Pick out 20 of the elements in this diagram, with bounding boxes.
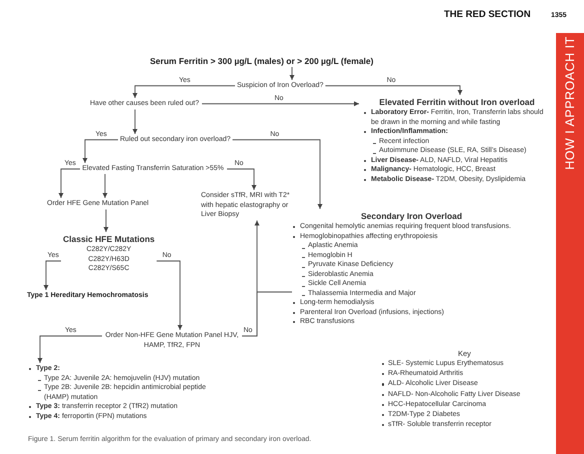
arrow xyxy=(44,260,62,290)
section-title: HOW I APPROACH IT xyxy=(563,36,577,170)
arrow xyxy=(38,336,102,364)
arrow xyxy=(232,139,322,210)
arrow xyxy=(226,168,256,190)
arrow xyxy=(132,85,236,98)
list-heading: Secondary Iron Overload xyxy=(360,210,464,222)
arrow xyxy=(324,85,462,96)
arrow xyxy=(290,66,294,80)
list-heading: Classic HFE Mutations xyxy=(63,233,155,245)
list-heading: Elevated Ferritin without Iron overload xyxy=(378,96,536,108)
arrow xyxy=(58,168,80,198)
arrow xyxy=(156,260,182,330)
arrow xyxy=(82,139,118,164)
arrow xyxy=(132,109,138,134)
arrow xyxy=(102,174,108,198)
start-text: Serum Ferritin > 300 µg/L (males) or > 200 µg/L (female) xyxy=(150,55,374,67)
section-header: THE RED SECTION xyxy=(444,10,531,20)
arrow xyxy=(104,209,108,232)
arrow xyxy=(202,101,360,106)
